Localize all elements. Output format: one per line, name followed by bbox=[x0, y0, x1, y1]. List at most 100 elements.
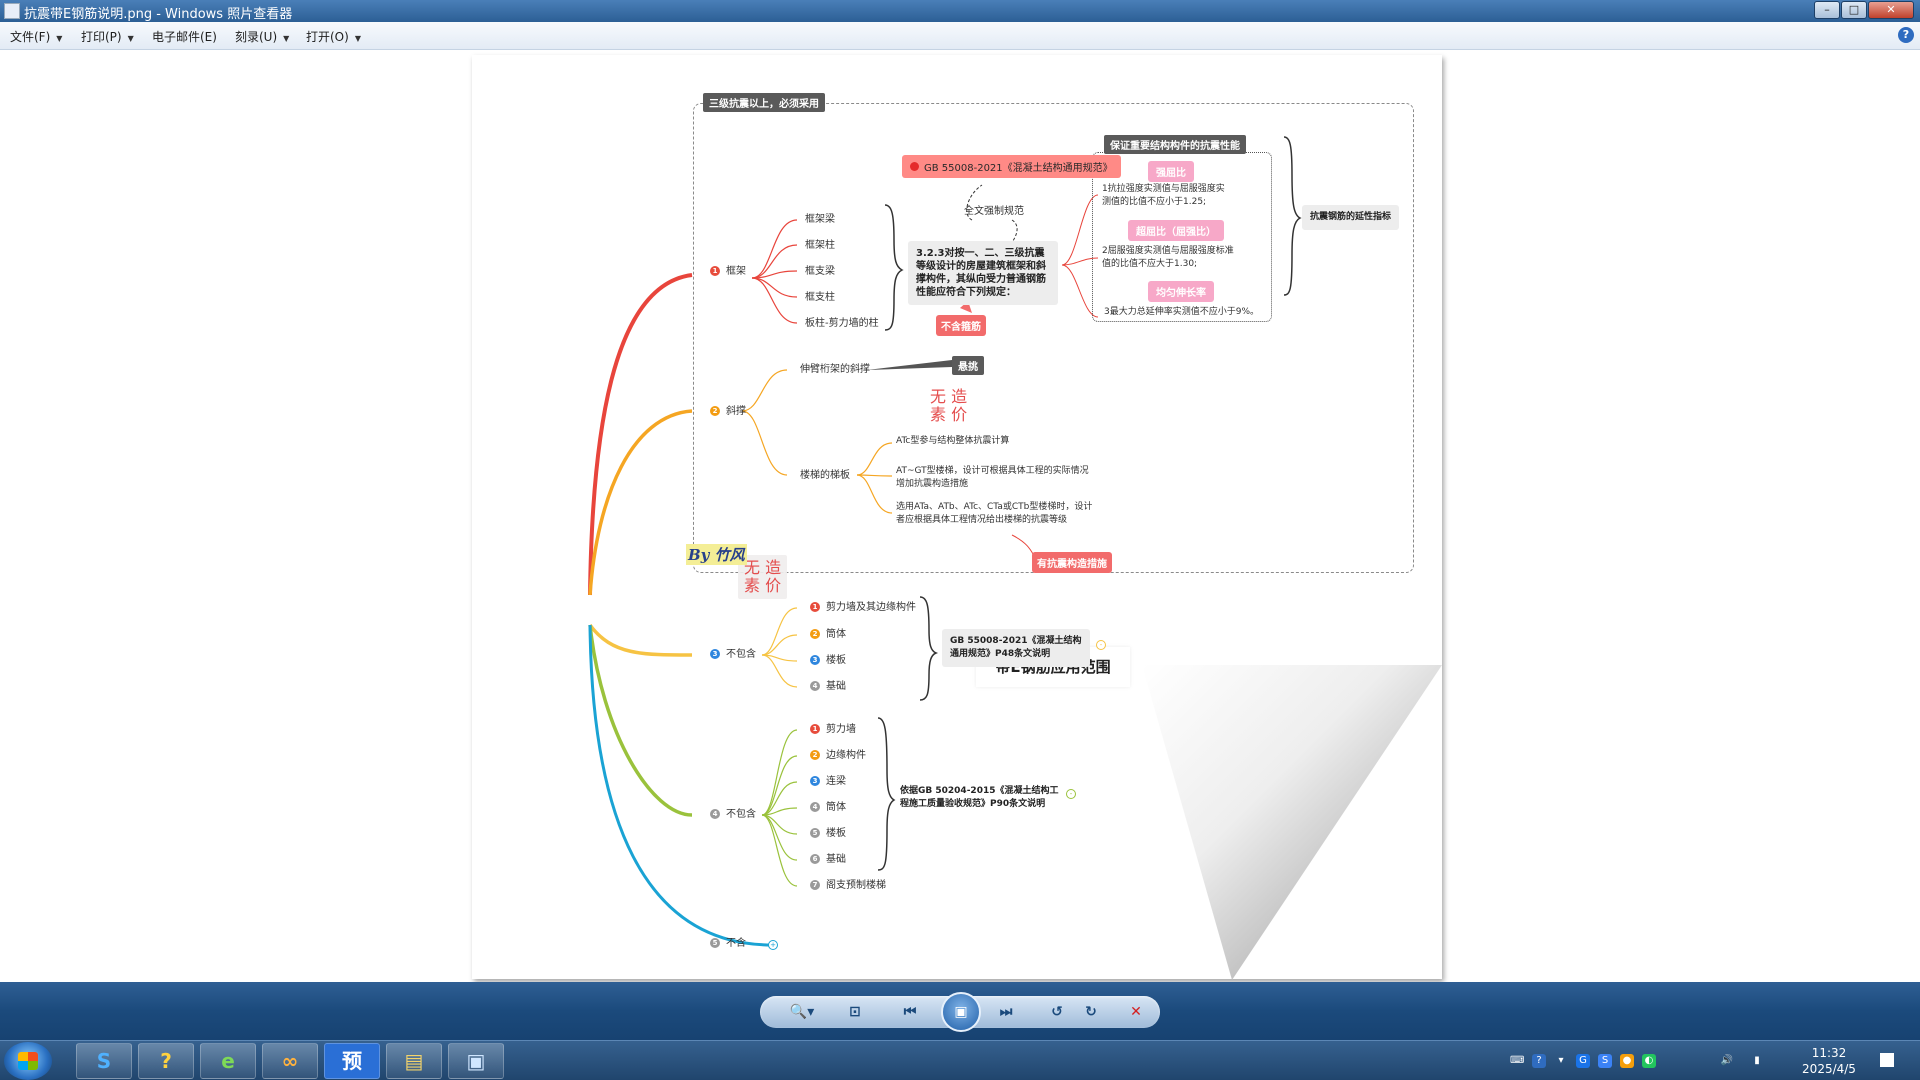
volume-icon[interactable]: 🔊 bbox=[1720, 1055, 1734, 1066]
excluded-tag: 不含箍筋 bbox=[936, 315, 986, 336]
ductility-label: 抗震钢筋的延性指标 bbox=[1302, 205, 1400, 230]
clock-date: 2025/4/5 bbox=[1802, 1062, 1856, 1076]
tray-app-icon[interactable]: ● bbox=[1620, 1054, 1634, 1068]
next-icon[interactable]: ⏭ bbox=[999, 1004, 1013, 1020]
ratio2-text: 2屈服强度实测值与屈服强度标准值的比值不应大于1.30; bbox=[1102, 246, 1234, 269]
windows-logo-icon bbox=[18, 1052, 38, 1070]
rotate-right-icon[interactable]: ↻ bbox=[1085, 1004, 1097, 1020]
watermark-stamp: 无 造素 价 bbox=[738, 555, 788, 599]
help-tray-icon[interactable]: ? bbox=[1532, 1054, 1546, 1068]
menu-email[interactable]: 电子邮件(E) bbox=[152, 30, 217, 44]
leaf-transfer-column: 框支柱 bbox=[805, 292, 835, 303]
ratio3-tag: 均匀伸长率 bbox=[1148, 281, 1214, 302]
maximize-button[interactable]: □ bbox=[1841, 1, 1867, 19]
clock-time: 11:32 bbox=[1811, 1046, 1847, 1060]
stair-note-2: AT~GT型楼梯，设计可根据具体工程的实际情况增加抗震构造措施 bbox=[896, 466, 1089, 489]
network-icon[interactable]: ▮ bbox=[1754, 1055, 1760, 1066]
expand-icon[interactable]: + bbox=[768, 940, 778, 950]
chevron-down-icon: ▼ bbox=[283, 34, 290, 43]
leaf-frame-beam: 框架梁 bbox=[805, 214, 835, 225]
stair-note-3: 选用ATa、ATb、ATc、CTa或CTb型楼梯时，设计者应根据具体工程情况给出… bbox=[896, 502, 1093, 525]
gb-reference-box: GB 55008-2021《混凝土结构通用规范》 bbox=[902, 155, 1121, 178]
group-title: 三级抗震以上，必须采用 bbox=[703, 93, 825, 112]
viewer-controls: 🔍▾ ⊡ ⏮ ▣ ⏭ ↺ ↻ ✕ bbox=[0, 982, 1920, 1040]
ratio1-text: 1抗拉强度实测值与屈服强度实测值的比值不应小于1.25; bbox=[1102, 184, 1225, 207]
stair-note-1: ATc型参与结构整体抗震计算 bbox=[896, 436, 1010, 446]
rotate-left-icon[interactable]: ↺ bbox=[1051, 1004, 1063, 1020]
expand-icon[interactable]: - bbox=[1066, 789, 1076, 799]
ratio3-text: 3最大力总延伸率实测值不应小于9%。 bbox=[1104, 307, 1260, 317]
chevron-down-icon: ▼ bbox=[354, 34, 361, 43]
keyboard-icon[interactable]: ⌨ bbox=[1510, 1055, 1525, 1066]
chevron-down-icon: ▼ bbox=[127, 34, 134, 43]
taskbar-app-photo-viewer[interactable]: ▣ bbox=[448, 1043, 504, 1079]
leaf-frame-column: 框架柱 bbox=[805, 240, 835, 251]
author-signature: By 竹风 bbox=[686, 544, 747, 565]
menu-open[interactable]: 打开(O)▼ bbox=[306, 30, 361, 44]
expand-icon[interactable]: - bbox=[1096, 640, 1106, 650]
leaf-outrigger-brace: 伸臂桁架的斜撑 bbox=[800, 364, 870, 375]
seismic-measure-tag: 有抗震构造措施 bbox=[1032, 552, 1112, 573]
exclude2-note: 依据GB 50204-2015《混凝土结构工程施工质量验收规范》P90条文说明 bbox=[900, 786, 1059, 809]
tray-app-icon[interactable]: S bbox=[1598, 1054, 1612, 1068]
watermark-stamp: 无 造素 价 bbox=[930, 387, 968, 424]
menu-file[interactable]: 文件(F)▼ bbox=[10, 30, 63, 44]
tray-app-icon[interactable]: ◐ bbox=[1642, 1054, 1656, 1068]
delete-icon[interactable]: ✕ bbox=[1130, 1004, 1142, 1020]
show-desktop-button[interactable] bbox=[1880, 1053, 1894, 1067]
menu-bar: 文件(F)▼ 打印(P)▼ 电子邮件(E) 刻录(U)▼ 打开(O)▼ ? bbox=[0, 22, 1920, 50]
leaf-stair-slab: 楼梯的梯板 bbox=[800, 470, 850, 481]
previous-icon[interactable]: ⏮ bbox=[903, 1004, 917, 1020]
chevron-down-icon: ▼ bbox=[56, 34, 63, 43]
start-button[interactable] bbox=[4, 1042, 52, 1080]
leaf-slab-column: 板柱-剪力墙的柱 bbox=[805, 318, 879, 329]
taskbar-app-explorer[interactable]: ▤ bbox=[386, 1043, 442, 1079]
taskbar: S ? e ∞ 预 ▤ ▣ ⌨ ? ▾ G S ● ◐ 🔊 ▮ 11:32 20… bbox=[0, 1040, 1920, 1080]
minimize-button[interactable]: – bbox=[1814, 1, 1840, 19]
menu-burn[interactable]: 刻录(U)▼ bbox=[235, 30, 290, 44]
exclude1-note: GB 55008-2021《混凝土结构通用规范》P48条文说明 bbox=[942, 629, 1090, 667]
performance-title: 保证重要结构构件的抗震性能 bbox=[1104, 135, 1246, 154]
photo-viewer-icon bbox=[4, 3, 20, 19]
help-icon[interactable]: ? bbox=[1898, 27, 1914, 43]
taskbar-app-ie[interactable]: e bbox=[200, 1043, 256, 1079]
bullet-icon bbox=[910, 162, 919, 171]
window-title: 抗震带E钢筋说明.png - Windows 照片查看器 bbox=[24, 7, 293, 22]
ratio1-tag: 强屈比 bbox=[1148, 161, 1194, 182]
taskbar-app-cloud[interactable]: ∞ bbox=[262, 1043, 318, 1079]
tray-expand-icon[interactable]: ▾ bbox=[1558, 1055, 1564, 1066]
taskbar-app-browser[interactable]: S bbox=[76, 1043, 132, 1079]
ratio2-tag: 超屈比（屈强比） bbox=[1128, 220, 1224, 241]
zoom-icon[interactable]: 🔍▾ bbox=[789, 1004, 815, 1020]
system-clock[interactable]: 11:32 2025/4/5 bbox=[1799, 1045, 1859, 1077]
slideshow-button[interactable]: ▣ bbox=[941, 992, 981, 1032]
tray-app-icon[interactable]: G bbox=[1576, 1054, 1590, 1068]
leaf-transfer-beam: 框支梁 bbox=[805, 266, 835, 277]
taskbar-app-help[interactable]: ? bbox=[138, 1043, 194, 1079]
clause-box: 3.2.3对按一、二、三级抗震等级设计的房屋建筑框架和斜撑构件，其纵向受力普通钢… bbox=[908, 241, 1058, 305]
taskbar-app-preview[interactable]: 预 bbox=[324, 1043, 380, 1079]
fit-window-icon[interactable]: ⊡ bbox=[849, 1004, 861, 1020]
menu-print[interactable]: 打印(P)▼ bbox=[81, 30, 134, 44]
close-button[interactable]: ✕ bbox=[1868, 1, 1914, 19]
cantilever-tag: 悬挑 bbox=[952, 356, 984, 375]
title-bar: 抗震带E钢筋说明.png - Windows 照片查看器 – □ ✕ bbox=[0, 0, 1920, 22]
